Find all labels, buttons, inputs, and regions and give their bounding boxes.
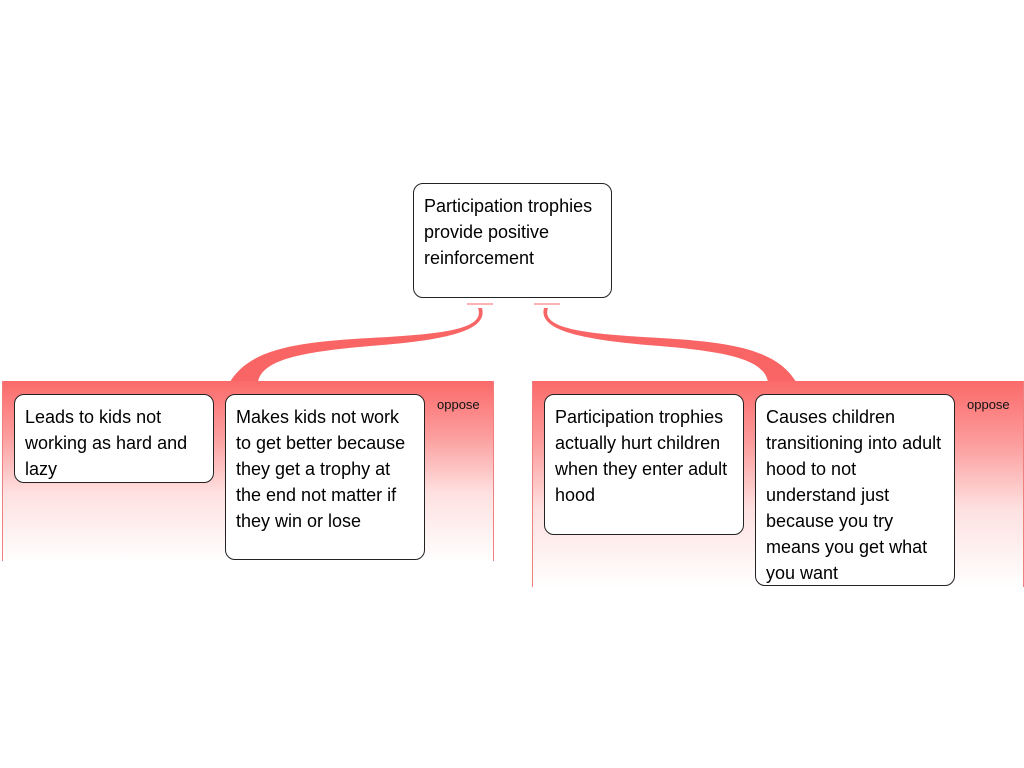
left-oppose-link: [230, 308, 483, 382]
oppose-item-box[interactable]: Makes kids not work to get better becaus…: [225, 394, 425, 560]
oppose-item-text: Makes kids not work to get better becaus…: [236, 407, 406, 531]
root-claim-text: Participation trophies provide positive …: [424, 196, 593, 268]
right-oppose-link: [543, 308, 796, 382]
oppose-label-right: oppose: [967, 397, 1010, 412]
root-claim-box[interactable]: Participation trophies provide positive …: [413, 183, 612, 298]
oppose-item-box[interactable]: Causes children transitioning into adult…: [755, 394, 955, 586]
oppose-item-text: Causes children transitioning into adult…: [766, 407, 942, 583]
oppose-item-text: Participation trophies actually hurt chi…: [555, 407, 728, 505]
oppose-item-box[interactable]: Leads to kids not working as hard and la…: [14, 394, 214, 483]
oppose-label-left: oppose: [437, 397, 480, 412]
oppose-item-box[interactable]: Participation trophies actually hurt chi…: [544, 394, 744, 535]
oppose-item-text: Leads to kids not working as hard and la…: [25, 407, 188, 479]
